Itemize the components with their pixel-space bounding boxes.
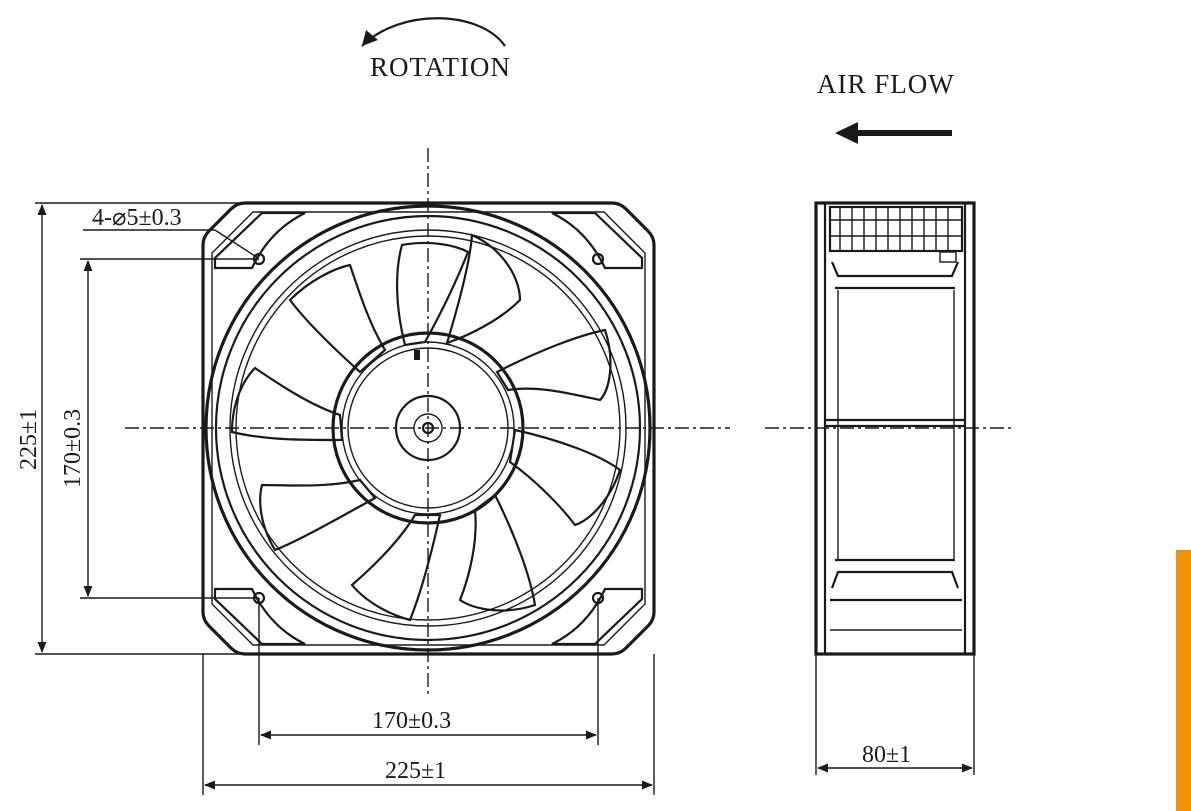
fan-side-view: 80±1 [765, 201, 1015, 775]
hub [331, 331, 525, 525]
fan-frame [201, 201, 656, 656]
accent-bar [1176, 550, 1191, 811]
width-hole-label: 170±0.3 [372, 708, 451, 734]
mounting-hole [591, 252, 605, 266]
venturi-ring [204, 204, 652, 652]
height-outer-label: 225±1 [16, 409, 42, 470]
fan-front-view: 4-⌀5±0.3 225±1 170±0.3 170±0.3 225±1 [16, 148, 730, 795]
depth-label: 80±1 [862, 742, 911, 768]
impeller-blades [230, 233, 622, 622]
airflow-indicator: AIR FLOW [817, 69, 955, 144]
curved-arrow-left-icon [361, 17, 506, 47]
side-frame [814, 201, 976, 656]
airflow-label: AIR FLOW [817, 69, 955, 99]
width-outer-label: 225±1 [385, 758, 446, 784]
height-hole-label: 170±0.3 [60, 409, 86, 488]
rotation-label: ROTATION [370, 52, 511, 82]
rotation-indicator: ROTATION [361, 17, 511, 82]
hole-spec-label: 4-⌀5±0.3 [92, 205, 182, 231]
